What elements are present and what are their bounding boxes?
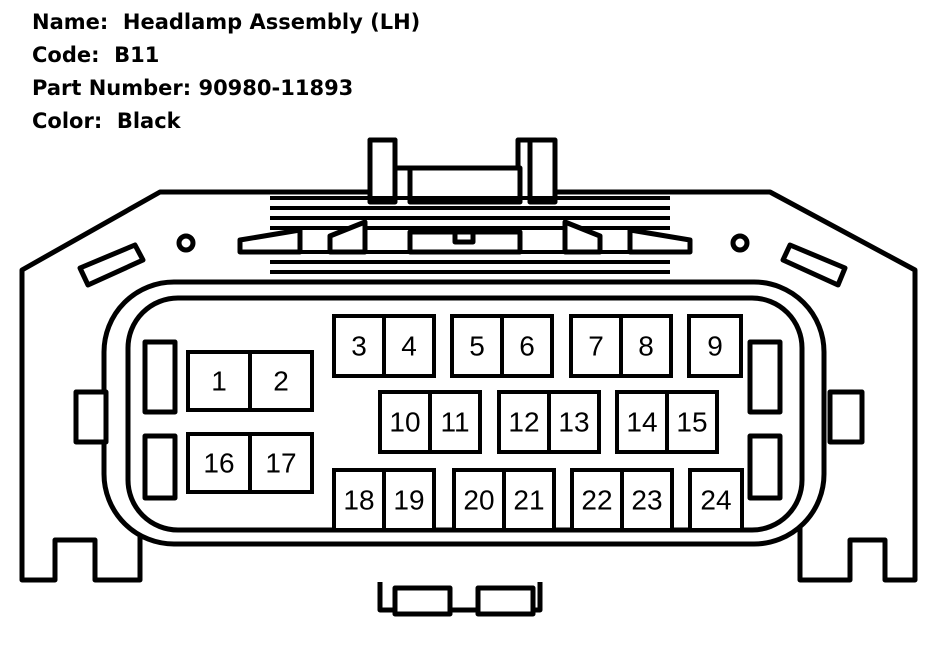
pin-label: 5 (469, 331, 485, 362)
pin-label: 14 (626, 407, 657, 438)
pin-label: 13 (558, 407, 589, 438)
pin-label: 8 (638, 331, 654, 362)
center-key-notch (452, 229, 476, 245)
pin-cavity (382, 314, 436, 378)
latch-right (527, 137, 558, 205)
pin-label: 20 (463, 485, 494, 516)
name-line: Name: Headlamp Assembly (LH) (32, 9, 420, 35)
name-value: Headlamp Assembly (LH) (122, 10, 421, 34)
part-number-line: Part Number: 90980-11893 (32, 75, 353, 101)
part-number-label: Part Number: (32, 76, 192, 100)
pin-label: 3 (351, 331, 367, 362)
pin-cavity (248, 432, 314, 494)
side-slot-right (780, 242, 848, 288)
bottom-skirt (377, 582, 543, 613)
pin-label: 22 (581, 485, 612, 516)
pin-label: 4 (401, 331, 417, 362)
pin-cavity (186, 432, 252, 494)
pin-label: 7 (588, 331, 604, 362)
pin-cavity (497, 390, 551, 454)
pin-cavity (687, 314, 743, 378)
lock-tab-right-inner (562, 219, 603, 255)
code-label: Code: (32, 43, 100, 67)
pin-label: 23 (631, 485, 662, 516)
lock-tab-left-inner (327, 219, 368, 255)
pin-cavity (570, 468, 624, 532)
mount-hole-left (176, 233, 196, 253)
latch-left (367, 137, 398, 205)
pin-cavity (569, 314, 623, 378)
pin-label: 17 (265, 448, 296, 479)
pin-cavity (665, 390, 719, 454)
pin-label: 21 (513, 485, 544, 516)
pin-cavity (332, 468, 386, 532)
pin-label: 1 (211, 366, 227, 397)
pin-cavity (500, 314, 554, 378)
pin-cavity (378, 390, 432, 454)
pin-cavity (502, 468, 556, 532)
side-key-right-upper (747, 339, 783, 415)
pin-label: 18 (343, 485, 374, 516)
pin-label: 6 (519, 331, 535, 362)
pin-label: 11 (440, 407, 469, 438)
pin-cavity (382, 468, 436, 532)
color-line: Color: Black (32, 108, 181, 134)
side-key-left-lower (142, 433, 178, 501)
code-line: Code: B11 (32, 42, 159, 68)
bottom-tab-right (475, 585, 536, 617)
name-label: Name: (32, 10, 109, 34)
color-label: Color: (32, 109, 103, 133)
outer-tab-right (827, 389, 865, 445)
side-key-left-upper (142, 339, 178, 415)
pin-label: 2 (273, 366, 289, 397)
side-key-right-lower (747, 433, 783, 501)
part-number-value: 90980-11893 (198, 76, 354, 100)
pin-label: 19 (393, 485, 424, 516)
side-slot-left (77, 242, 146, 288)
pin-label: 16 (203, 448, 234, 479)
mount-hole-right (730, 233, 750, 253)
pin-cavity (620, 468, 674, 532)
code-value: B11 (114, 43, 160, 67)
outer-tab-left (73, 389, 109, 445)
pin-cavity (547, 390, 601, 454)
pin-label: 12 (508, 407, 539, 438)
lock-tab-left (237, 227, 303, 255)
pin-cavity (248, 350, 314, 412)
pin-cavity (428, 390, 482, 454)
bottom-tab-left (392, 585, 453, 617)
pin-cavity (619, 314, 673, 378)
pin-label: 10 (389, 407, 420, 438)
pin-label: 15 (676, 407, 707, 438)
pin-label: 24 (700, 485, 731, 516)
pin-label: 9 (707, 331, 723, 362)
color-value: Black (116, 109, 181, 133)
lock-tab-right (627, 227, 693, 255)
pin-cavity (186, 350, 252, 412)
pin-cavity (688, 468, 744, 532)
